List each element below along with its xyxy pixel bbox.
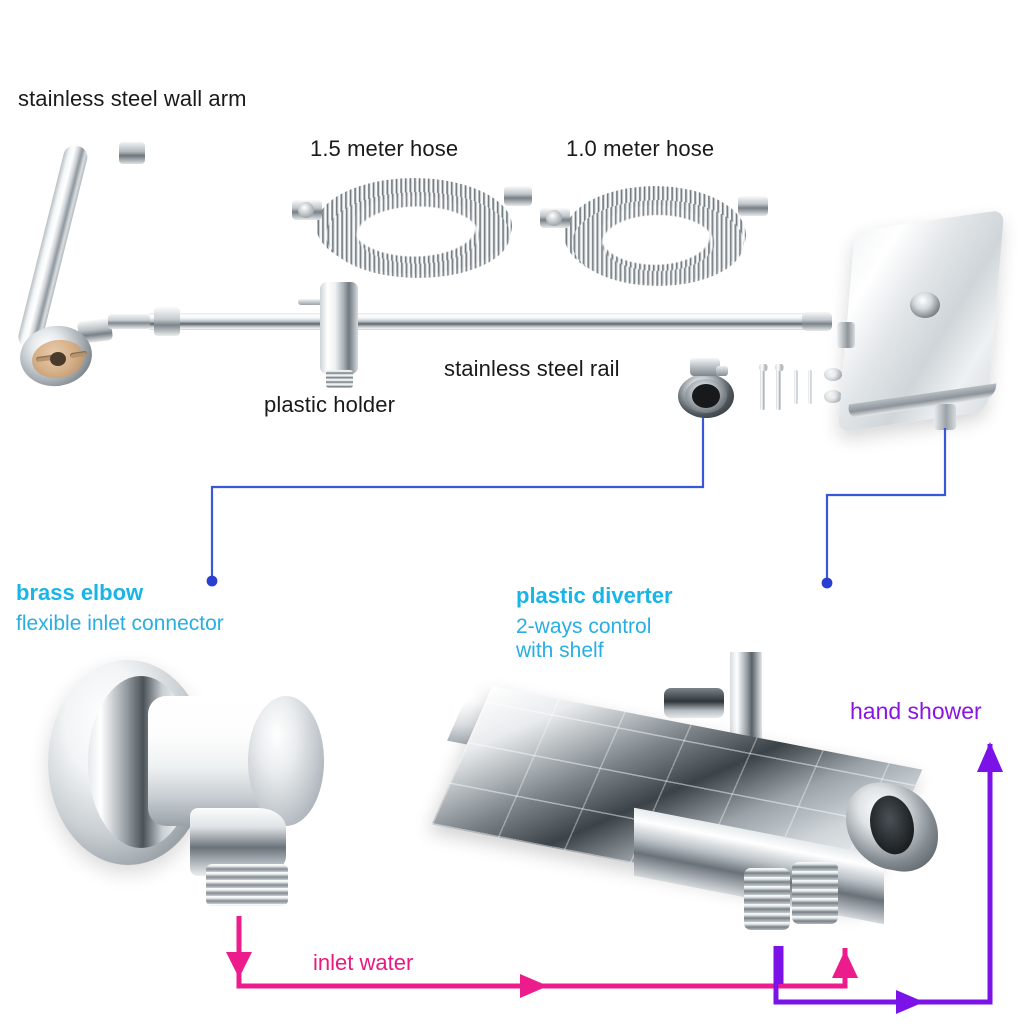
- leader-line-brass-elbow: [210, 418, 705, 578]
- label-stainless-steel-wall-arm: stainless steel wall arm: [18, 86, 247, 111]
- label-plastic-holder: plastic holder: [264, 392, 396, 417]
- part-screws-and-washers: [758, 362, 868, 422]
- leader-line-shelf-plate: [825, 428, 947, 580]
- label-plastic-diverter-subtitle: 2-ways control with shelf: [516, 615, 652, 662]
- flow-arrow-hand-shower-up: [977, 742, 1003, 772]
- flow-arrow-hand-shower-right: [896, 990, 924, 1014]
- part-shelf-plate: [837, 209, 1016, 434]
- label-hand-shower: hand shower: [850, 698, 982, 724]
- part-stainless-steel-wall-arm: [14, 134, 145, 391]
- flow-arrow-inlet-down: [226, 952, 252, 978]
- leader-dot-brass-elbow: [206, 575, 218, 587]
- label-brass-elbow-subtitle: flexible inlet connector: [16, 612, 224, 635]
- part-brass-elbow-assembly: [30, 650, 350, 940]
- label-inlet-water: inlet water: [313, 950, 414, 975]
- label-hose-1-5-meter: 1.5 meter hose: [310, 136, 459, 161]
- label-stainless-steel-rail: stainless steel rail: [444, 356, 620, 381]
- label-hose-1-0-meter: 1.0 meter hose: [566, 136, 715, 161]
- part-hose-1-0-meter: [540, 178, 768, 296]
- part-hose-1-5-meter: [292, 168, 532, 288]
- part-brass-elbow-small: [678, 358, 734, 418]
- label-plastic-diverter-title: plastic diverter: [516, 583, 673, 608]
- part-plastic-diverter-with-shelf: [431, 652, 952, 962]
- part-stainless-steel-rail: [108, 300, 832, 342]
- leader-dot-shelf-plate: [821, 577, 833, 589]
- label-brass-elbow-title: brass elbow: [16, 580, 144, 605]
- part-plastic-holder: [298, 282, 362, 388]
- flow-arrow-inlet-right: [520, 974, 548, 998]
